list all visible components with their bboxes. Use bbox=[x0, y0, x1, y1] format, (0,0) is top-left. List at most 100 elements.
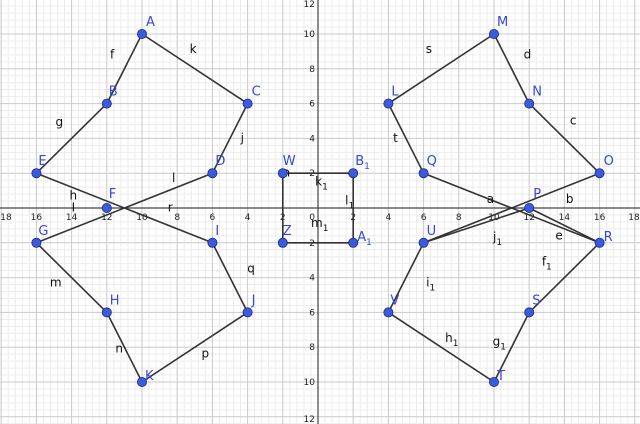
x-tick-label: 16 bbox=[31, 213, 43, 223]
y-tick-label: 12 bbox=[304, 0, 315, 10]
point-Q[interactable] bbox=[418, 168, 429, 179]
point-W[interactable] bbox=[277, 168, 288, 179]
segment-s[interactable] bbox=[387, 33, 495, 105]
segment-j1[interactable] bbox=[422, 207, 531, 244]
segment-g1[interactable] bbox=[493, 311, 531, 383]
point-U[interactable] bbox=[418, 237, 429, 248]
segment-f[interactable] bbox=[106, 33, 143, 105]
point-label: G bbox=[38, 224, 48, 239]
x-tick-label: 4 bbox=[245, 213, 251, 223]
x-tick-label: 4 bbox=[386, 213, 392, 223]
segment-d[interactable] bbox=[493, 33, 531, 105]
x-tick-label: 14 bbox=[559, 213, 571, 223]
x-tick-label: 6 bbox=[210, 213, 216, 223]
x-tick-label: 12 bbox=[101, 213, 112, 223]
y-tick-label: 2 bbox=[309, 239, 315, 249]
point-G[interactable] bbox=[31, 237, 42, 248]
x-tick-label: 18 bbox=[628, 213, 640, 223]
point-I[interactable] bbox=[207, 237, 218, 248]
point-label: T bbox=[496, 369, 505, 384]
point-O[interactable] bbox=[594, 168, 605, 179]
segment-label: g bbox=[55, 115, 63, 129]
segment-h1[interactable] bbox=[387, 311, 495, 383]
segment-e[interactable] bbox=[528, 207, 601, 244]
segment-t[interactable] bbox=[387, 102, 425, 174]
point-label: U bbox=[427, 224, 437, 239]
y-tick-label: 8 bbox=[309, 343, 315, 353]
segment-label: c bbox=[570, 113, 577, 127]
point-label: F bbox=[109, 187, 116, 202]
x-tick-label: 10 bbox=[488, 213, 500, 223]
point-R[interactable] bbox=[594, 237, 605, 248]
y-tick-label: 4 bbox=[309, 134, 315, 144]
point-K[interactable] bbox=[136, 376, 147, 387]
segment-label: l bbox=[172, 171, 175, 185]
segment-n[interactable] bbox=[106, 311, 143, 383]
segment-c[interactable] bbox=[528, 102, 601, 174]
segment-l[interactable] bbox=[35, 172, 214, 244]
point-label: M bbox=[497, 15, 508, 30]
point-label: B bbox=[109, 85, 118, 100]
y-tick-label: 4 bbox=[309, 274, 315, 284]
segment-label: e bbox=[555, 228, 562, 242]
point-label: V bbox=[390, 293, 399, 308]
point-Z[interactable] bbox=[277, 237, 288, 248]
point-label: E bbox=[38, 154, 46, 169]
point-S[interactable] bbox=[524, 307, 535, 318]
point-A1[interactable] bbox=[348, 237, 359, 248]
segment-label: d bbox=[524, 47, 532, 61]
point-E[interactable] bbox=[31, 168, 42, 179]
segment-label: h bbox=[70, 188, 78, 202]
points[interactable] bbox=[31, 28, 605, 387]
segment-b[interactable] bbox=[422, 172, 601, 244]
point-A[interactable] bbox=[136, 28, 147, 39]
y-tick-label: 12 bbox=[304, 415, 315, 424]
x-tick-label: 14 bbox=[66, 213, 78, 223]
segment-label: n bbox=[115, 341, 123, 355]
point-N[interactable] bbox=[524, 98, 535, 109]
segment-f1[interactable] bbox=[528, 242, 601, 314]
point-B1[interactable] bbox=[348, 168, 359, 179]
y-tick-label: 10 bbox=[304, 30, 316, 40]
segment-q[interactable] bbox=[211, 242, 249, 314]
segment-label: t bbox=[393, 131, 398, 145]
point-H[interactable] bbox=[101, 307, 112, 318]
segment-m[interactable] bbox=[35, 242, 108, 314]
point-F[interactable] bbox=[101, 202, 112, 213]
segment-label: f1 bbox=[542, 254, 552, 272]
x-tick-label: 12 bbox=[523, 213, 534, 223]
segment-k[interactable] bbox=[141, 33, 249, 105]
segment-label: b bbox=[566, 192, 574, 206]
segment-label: I bbox=[72, 200, 76, 214]
segment-j[interactable] bbox=[211, 102, 249, 174]
x-tick-label: 10 bbox=[136, 213, 148, 223]
point-C[interactable] bbox=[242, 98, 253, 109]
segment-label: i1 bbox=[426, 275, 435, 293]
point-label: Q bbox=[427, 154, 437, 169]
segment-p[interactable] bbox=[141, 311, 249, 383]
y-tick-label: 8 bbox=[309, 65, 315, 75]
point-label: J bbox=[251, 293, 256, 308]
point-J[interactable] bbox=[242, 307, 253, 318]
segment-label: l1 bbox=[345, 194, 354, 212]
point-label: L bbox=[391, 85, 399, 100]
segment-label: k1 bbox=[315, 174, 328, 192]
point-M[interactable] bbox=[488, 28, 499, 39]
point-B[interactable] bbox=[101, 98, 112, 109]
point-L[interactable] bbox=[383, 98, 394, 109]
segment-g[interactable] bbox=[35, 102, 108, 174]
polygon-segments[interactable] bbox=[35, 33, 601, 383]
point-V[interactable] bbox=[383, 307, 394, 318]
segment-label: p bbox=[202, 347, 210, 361]
point-label: A1 bbox=[357, 230, 372, 248]
segment-i1[interactable] bbox=[387, 242, 425, 314]
point-T[interactable] bbox=[488, 376, 499, 387]
segment-label: a bbox=[487, 192, 494, 206]
point-P[interactable] bbox=[524, 202, 535, 213]
x-tick-label: 6 bbox=[421, 213, 427, 223]
point-D[interactable] bbox=[207, 168, 218, 179]
x-tick-label: 18 bbox=[0, 213, 12, 223]
segment-label: k bbox=[190, 42, 197, 56]
